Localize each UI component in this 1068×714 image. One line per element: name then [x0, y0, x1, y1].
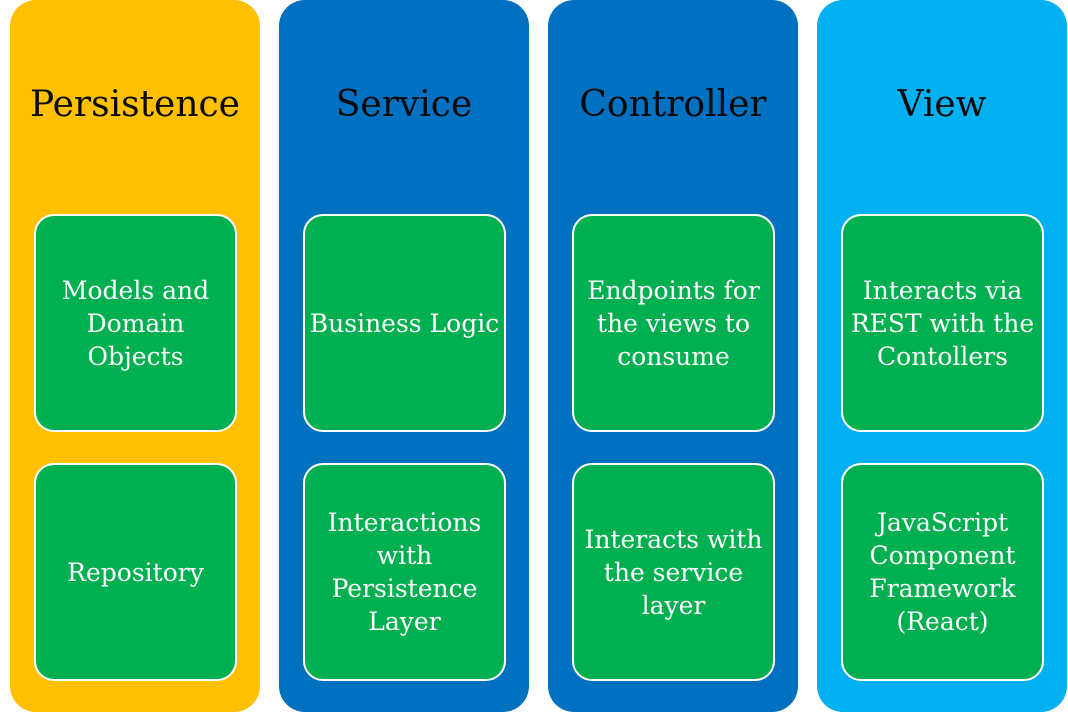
- box-label: Repository: [67, 557, 204, 587]
- layer-box: Models and Domain Objects: [34, 214, 237, 432]
- box-label: JavaScript Component Framework (React): [869, 508, 1016, 636]
- box-label: Interacts with the service layer: [584, 524, 763, 620]
- box-label: Business Logic: [309, 308, 500, 338]
- layer-box: JavaScript Component Framework (React): [841, 463, 1044, 681]
- service-layer-column: Service Business Logic Interactions with…: [279, 0, 529, 712]
- column-title: Persistence: [29, 84, 240, 125]
- layer-box: Business Logic: [303, 214, 506, 432]
- box-label: Endpoints for the views to consume: [587, 275, 760, 371]
- layer-box: Interacts via REST with the Contollers: [841, 214, 1044, 432]
- box-label: Interacts via REST with the Contollers: [850, 275, 1035, 371]
- column-title: Controller: [579, 84, 767, 125]
- column-title: View: [897, 84, 987, 125]
- layer-box: Endpoints for the views to consume: [572, 214, 775, 432]
- layer-box: Interacts with the service layer: [572, 463, 775, 681]
- column-title: Service: [335, 84, 473, 125]
- persistence-layer-column: Persistence Models and Domain Objects Re…: [10, 0, 260, 712]
- box-label: Models and Domain Objects: [61, 275, 210, 371]
- box-label: Interactions with Persistence Layer: [327, 508, 482, 636]
- layer-box: Interactions with Persistence Layer: [303, 463, 506, 681]
- layer-box: Repository: [34, 463, 237, 681]
- controller-layer-column: Controller Endpoints for the views to co…: [548, 0, 798, 712]
- view-layer-column: View Interacts via REST with the Contoll…: [817, 0, 1067, 712]
